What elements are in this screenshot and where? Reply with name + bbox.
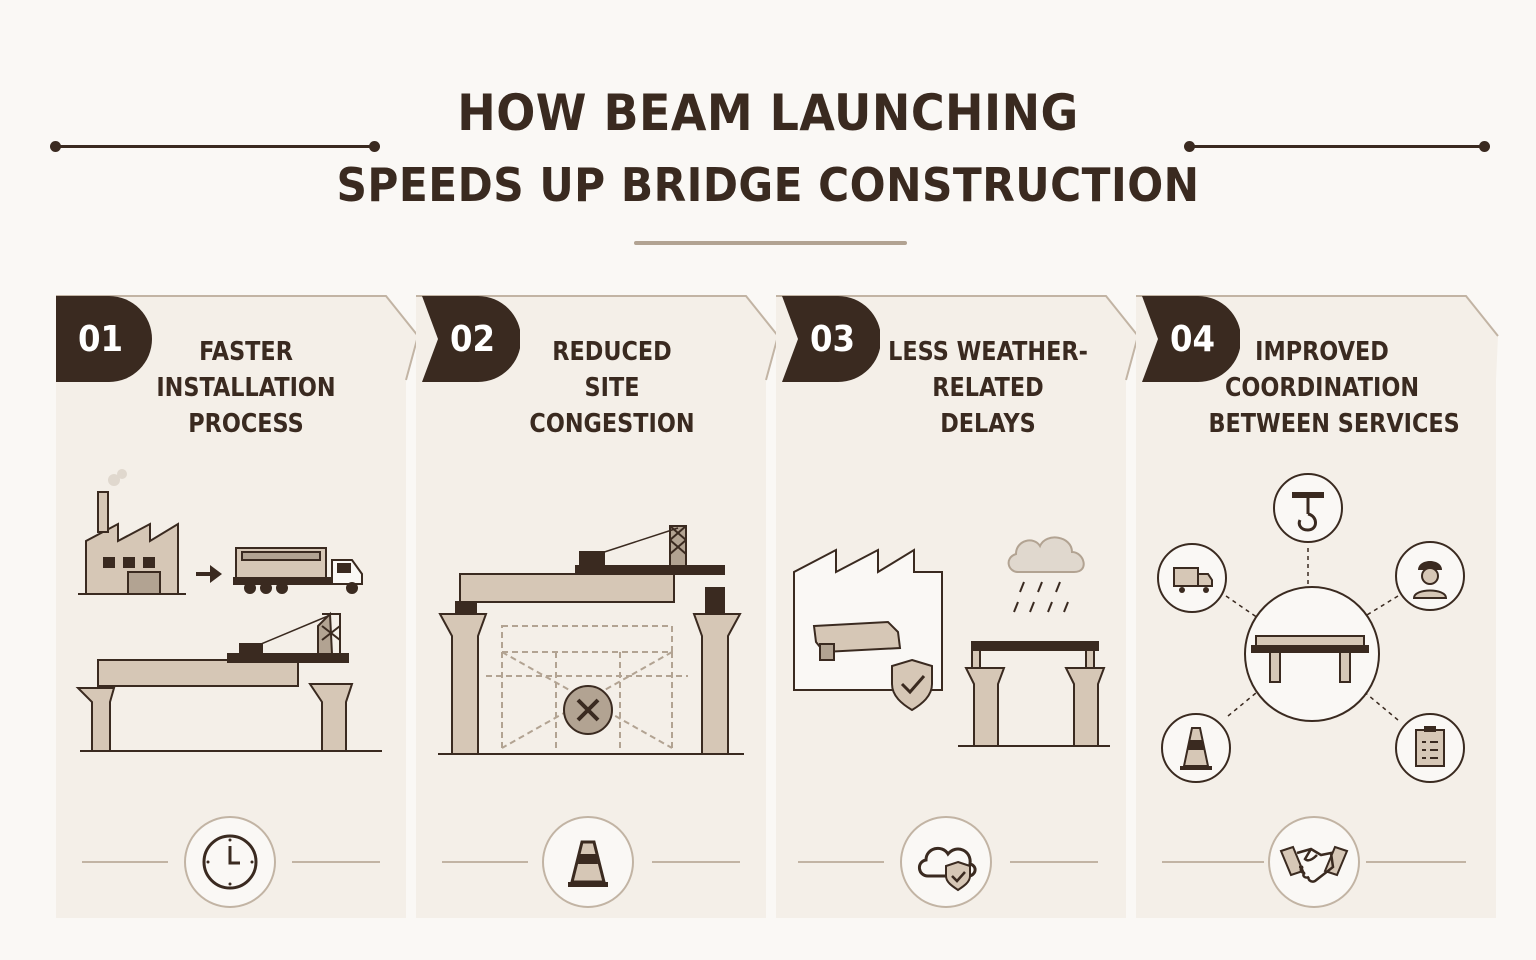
step-number-badge: 01 — [56, 296, 152, 382]
step-heading: IMPROVED COORDINATION BETWEEN SERVICES — [1190, 334, 1460, 442]
step-heading: LESS WEATHER- RELATED DELAYS — [858, 334, 1118, 442]
step-illustration — [438, 525, 744, 755]
title-underline — [634, 241, 907, 245]
footer-rule-left — [798, 861, 884, 863]
step-illustration — [75, 469, 382, 752]
bridge-icon — [1251, 635, 1369, 683]
footer-rule-right — [652, 861, 740, 863]
page-title-line1: HOW BEAM LAUNCHING — [457, 84, 1079, 142]
truck-icon — [1157, 543, 1227, 613]
crane-hook-icon — [1273, 473, 1343, 543]
bridge-icon — [958, 641, 1110, 747]
step-heading-line: LESS WEATHER- — [888, 337, 1088, 367]
cloud-shield-icon — [900, 816, 992, 908]
hub-circle — [1244, 586, 1380, 722]
cross-icon — [563, 685, 613, 735]
network-links — [1225, 548, 1399, 721]
card-frame — [416, 295, 780, 918]
step-heading-line: REDUCED — [552, 337, 672, 367]
footer-rule-left — [442, 861, 528, 863]
arrow-icon — [196, 565, 222, 583]
card-frame — [56, 295, 420, 918]
step-number: 02 — [450, 318, 496, 360]
worker-icon — [1395, 541, 1465, 611]
step-heading-line: INSTALLATION — [156, 373, 336, 403]
step-heading-line: RELATED — [932, 373, 1044, 403]
bridge-launcher-icon — [75, 611, 382, 752]
step-number: 03 — [810, 318, 856, 360]
footer-rule-right — [1366, 861, 1466, 863]
step-card-4: 04 IMPROVED COORDINATION BETWEEN SERVICE… — [1136, 295, 1500, 918]
traffic-cone-icon — [542, 816, 634, 908]
bridge-launcher-icon — [438, 525, 744, 755]
footer-rule-left — [1162, 861, 1264, 863]
step-heading-line: PROCESS — [188, 409, 304, 439]
step-heading-line: CONGESTION — [529, 409, 695, 439]
step-heading-line: SITE — [584, 373, 640, 403]
title-rule-right — [1184, 141, 1490, 152]
step-number: 04 — [1170, 318, 1216, 360]
factory-icon — [78, 469, 186, 595]
step-heading: REDUCED SITE CONGESTION — [482, 334, 742, 442]
step-number-badge: 02 — [416, 296, 520, 382]
traffic-cone-icon — [1161, 713, 1231, 783]
step-number-badge: 04 — [1136, 296, 1240, 382]
step-card-3: 03 LESS WEATHER- RELATED DELAYS — [776, 295, 1140, 918]
title-rule-left — [50, 141, 380, 152]
page-title-line2: SPEEDS UP BRIDGE CONSTRUCTION — [336, 158, 1200, 212]
clock-icon — [184, 816, 276, 908]
step-heading: FASTER INSTALLATION PROCESS — [116, 334, 376, 442]
footer-rule-right — [292, 861, 380, 863]
step-heading-line: COORDINATION — [1224, 373, 1420, 403]
card-frame — [776, 295, 1140, 918]
step-illustration — [793, 536, 1110, 747]
step-illustration — [1157, 473, 1465, 783]
shield-check-icon — [891, 658, 933, 712]
scaffold-icon — [486, 625, 688, 749]
step-heading-line: FASTER — [199, 337, 293, 367]
step-card-1: 01 FASTER INSTALLATION PROCESS — [56, 295, 420, 918]
step-number-badge: 03 — [776, 296, 880, 382]
beam-icon — [812, 620, 902, 661]
step-heading-line: IMPROVED — [1255, 337, 1389, 367]
handshake-icon — [1268, 816, 1360, 908]
step-heading-line: DELAYS — [940, 409, 1036, 439]
clipboard-icon — [1395, 713, 1465, 783]
step-card-2: 02 REDUCED SITE CONGESTION — [416, 295, 780, 918]
step-heading-line: BETWEEN SERVICES — [1208, 409, 1460, 439]
rain-cloud-icon — [1007, 536, 1085, 613]
footer-rule-left — [82, 861, 168, 863]
step-number: 01 — [78, 318, 124, 360]
footer-rule-right — [1010, 861, 1098, 863]
truck-icon — [233, 547, 363, 594]
